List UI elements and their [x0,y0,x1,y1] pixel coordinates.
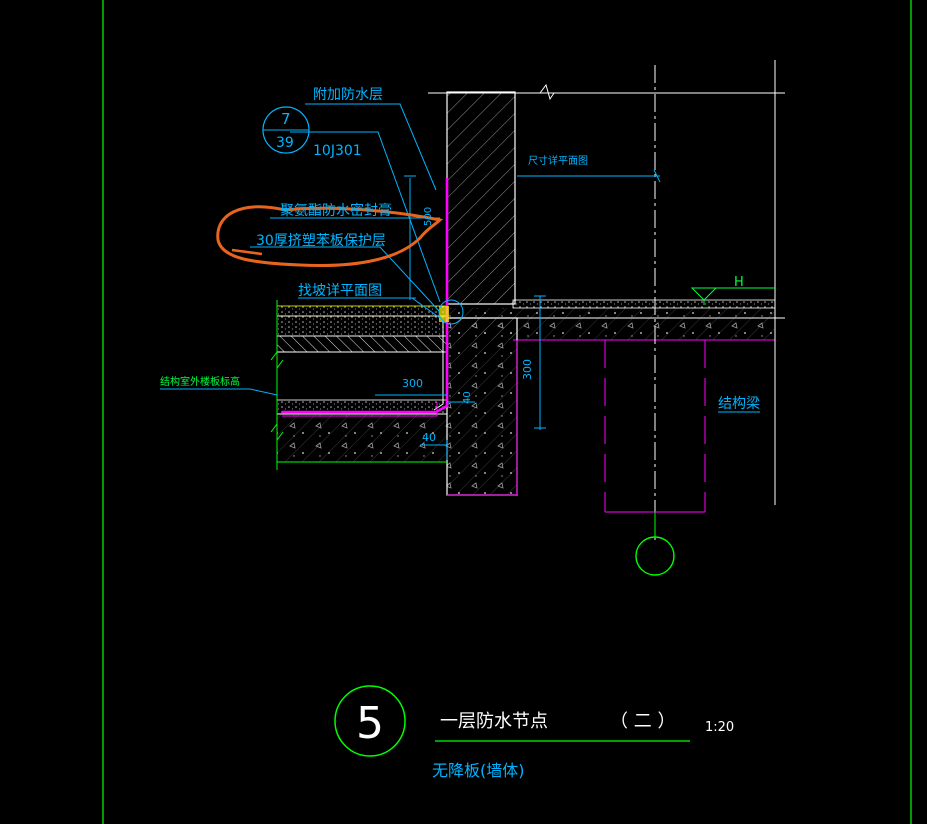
markup-highlight [216,205,444,267]
section-ref-icon [262,106,310,154]
label-dim-300-vertical: 300 [521,359,534,380]
detail-scale: 1:20 [705,720,734,735]
level-marker-icon [690,287,775,305]
axis-bubble-icon [635,536,675,576]
label-sealant: 聚氨酯防水密封膏 [280,202,392,219]
label-ref-top: 7 [281,110,291,128]
detail-number: 5 [356,698,384,749]
label-ref-bottom: 39 [276,135,294,151]
label-ref-code: 10J301 [313,143,362,159]
detail-suffix: （ 二 ） [610,711,675,732]
label-dim-40-a: 40 [462,391,473,404]
label-structural-beam: 结构梁 [718,396,760,412]
detail-title: 一层防水节点 [440,711,548,732]
drawing-frame [102,0,912,824]
title-block: 5 一层防水节点 （ 二 ） 1:20 无降板(墙体) [334,685,734,780]
label-additional-waterproof: 附加防水层 [313,87,383,103]
dimension-lines [160,103,760,460]
waterproof-membrane [282,178,464,417]
detail-subtitle: 无降板(墙体) [432,761,525,780]
break-line-icon [539,83,555,101]
label-dim-300-horizontal: 300 [402,377,423,390]
structural-beam-section [446,317,518,496]
detail-number-circle [334,685,406,757]
drawing-labels: 附加防水层 7 39 10J301 聚氨酯防水密封膏 30厚挤塑苯板保护层 找坡… [160,87,760,444]
label-xps-board: 30厚挤塑苯板保护层 [256,232,386,249]
right-structure-lines [604,60,776,576]
label-outdoor-level: 结构室外楼板标高 [160,375,240,388]
outdoor-floor-layers [270,300,448,470]
wall-section [428,83,785,305]
label-dim-40-b: 40 [422,431,436,444]
label-level-h: H [734,275,744,290]
label-slope: 找坡详平面图 [298,283,382,299]
label-dims-see-plan: 尺寸详平面图 [528,154,588,167]
label-dim-500: 500 [423,207,434,226]
